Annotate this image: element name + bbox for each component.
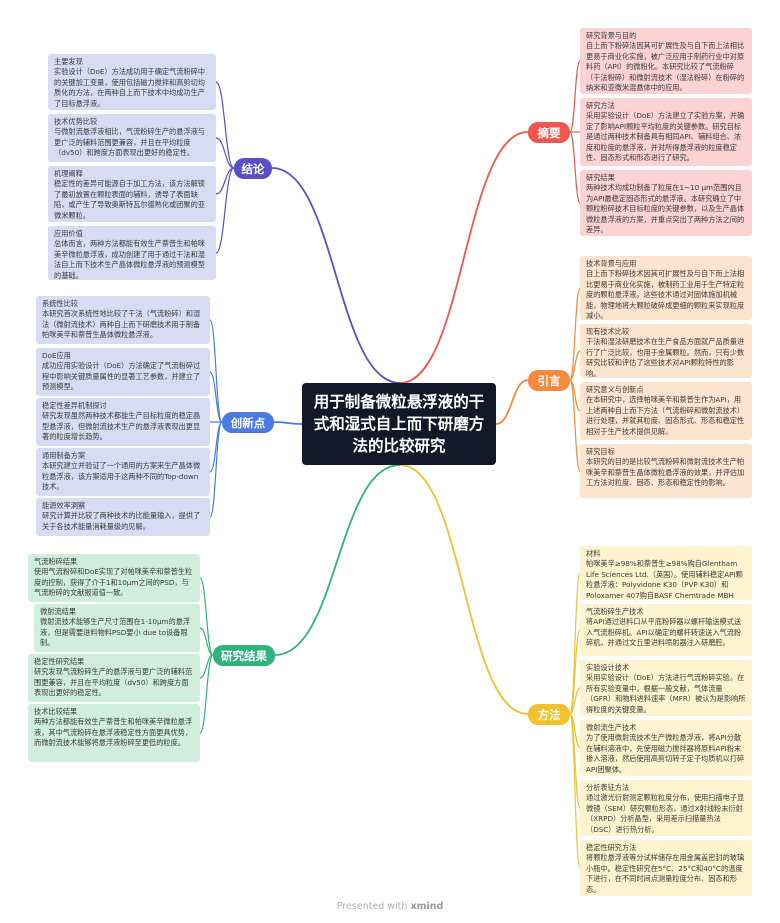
link-intro-item — [569, 350, 581, 381]
link-center-intro — [495, 379, 529, 425]
link-center-innovation — [273, 421, 303, 425]
card-method-characterization[interactable]: 分析表征方法 通过激光衍射测定颗粒粒度分布，使用扫描电子显微镜（SEM）研究颗粒… — [580, 780, 752, 836]
branch-introduction[interactable]: 引言 — [528, 370, 570, 391]
card-method-materials[interactable]: 材料 帕咪美辛≥98%和萘普生≥98%购自Glentham Life Scien… — [580, 546, 752, 600]
link-conclusion-item — [215, 81, 235, 169]
footer-credit: Presented with xmind — [336, 901, 444, 912]
card-intro-objective[interactable]: 研究目标 本研究的目的是比较气流粉碎和微射流技术生产帕咪美辛和萘普生晶体微粒悬浮… — [580, 444, 752, 498]
link-center-abstract — [399, 131, 529, 384]
card-method-doe[interactable]: 实验设计技术 采用实验设计（DoE）方法进行气流粉碎实验。在所有实验变量中，根据… — [580, 660, 752, 716]
link-method-item — [569, 572, 581, 715]
link-center-method — [399, 464, 529, 715]
card-method-jet-milling[interactable]: 气流粉碎生产技术 将API通过进料口从平底粉碎器以螺杆输送模式送入气流粉碎机。A… — [580, 604, 752, 656]
card-results-stability[interactable]: 稳定性研究结果 研究发现气流粉碎生产的悬浮液与更广泛的辅料范围更兼容，并且在平均… — [28, 654, 200, 702]
card-abstract-results[interactable]: 研究结果 两种技术均成功制备了粒度在1~10 μm范围内且为API最稳定固态形式… — [580, 170, 752, 236]
branch-innovation[interactable]: 创新点 — [222, 412, 274, 433]
link-conclusion-item — [215, 167, 235, 254]
link-center-conclusion — [271, 167, 401, 384]
link-abstract-item — [569, 131, 581, 204]
card-results-jet-milling[interactable]: 气流粉碎结果 使用气流粉碎和DoE实现了对帕咪美辛和萘普生粒度的控制，获得了介于… — [28, 554, 200, 602]
card-conclusion-advantages[interactable]: 技术优势比较 与微射流悬浮液相比，气流粉碎生产的悬浮液与更广泛的辅料范围更兼容，… — [48, 114, 216, 162]
link-results-item — [199, 627, 214, 656]
branch-methods[interactable]: 方法 — [528, 704, 570, 725]
card-results-comparison[interactable]: 技术比较结果 两种方法都能有效生产萘普生和帕咪美辛微粒悬浮液，其中气流粉碎在悬浮… — [28, 704, 200, 762]
link-innovation-item — [209, 371, 223, 423]
link-results-item — [199, 654, 214, 734]
card-intro-background[interactable]: 技术背景与应用 自上而下粉碎技术因其可扩展性及与自下而上法相比更易于商业化实施，… — [580, 256, 752, 320]
card-conclusion-value[interactable]: 应用价值 总体而言，两种方法都能有效生产萘普生和帕咪美辛微粒悬浮液，成功创建了用… — [48, 226, 216, 280]
card-method-stability[interactable]: 稳定性研究方法 将颗粒悬浮液等分试样储存在用金属盖密封的玻璃小瓶中。稳定性研究在… — [580, 840, 752, 896]
link-abstract-item — [569, 60, 581, 133]
branch-results[interactable]: 研究结果 — [213, 645, 275, 666]
card-intro-comparison[interactable]: 现有技术比较 干法和湿法研磨技术在生产食品方面就产品质量进行了广泛比较，也用于金… — [580, 324, 752, 378]
card-abstract-background[interactable]: 研究背景与目的 自上而下粉碎法因其可扩展性及与自下而上法相比更易于商业化实施，被… — [580, 28, 752, 94]
link-method-item — [569, 687, 581, 715]
card-innovation-doe[interactable]: DoE应用 成功应用实验设计（DoE）方法确定了气流粉碎过程中影响关键质量属性的… — [36, 348, 210, 396]
card-conclusion-mechanism[interactable]: 机理阐释 稳定性的差异可能源自于加工方法，该方法解锁了最初放置在颗粒表面的辅料，… — [48, 166, 216, 222]
card-abstract-methods[interactable]: 研究方法 采用实验设计（DoE）方法建立了实验方案，并确定了影响API颗粒平均粒… — [580, 98, 752, 166]
link-results-item — [199, 577, 214, 656]
link-method-item — [569, 713, 581, 869]
link-innovation-item — [209, 421, 223, 518]
card-innovation-mechanism[interactable]: 稳定性差异机制探讨 研究发现虽然两种技术都能生产目标粒度的稳定晶型悬浮液，但微射… — [36, 398, 210, 446]
card-conclusion-findings[interactable]: 主要发现 实验设计（DoE）方法成功用于确定气流粉碎中的关键加工变量，使用包括磁… — [48, 54, 216, 110]
card-results-microfluidizer[interactable]: 微射流结果 微射流技术能够生产尺寸范围在1-10μm的悬浮液，但是需要进料物料P… — [34, 604, 200, 652]
central-topic[interactable]: 用于制备微粒悬浮液的干式和湿式自上而下研磨方法的比较研究 — [302, 383, 496, 465]
branch-conclusion[interactable]: 结论 — [234, 158, 272, 179]
link-conclusion-item — [215, 137, 235, 169]
card-innovation-protocol[interactable]: 通用制备方案 本研究建立并验证了一个通用的方案来生产晶体微粒悬浮液，该方案适用于… — [36, 448, 210, 496]
card-intro-significance[interactable]: 研究意义与创新点 在本研究中，选择帕咪美辛和萘普生作为API，用上述两种自上而下… — [580, 382, 752, 440]
card-innovation-energy[interactable]: 能源效率洞察 研究计算并比较了两种技术的比能量输入，提供了关于各技术能量消耗量级… — [36, 498, 210, 536]
link-method-item — [569, 629, 581, 715]
card-innovation-systematic[interactable]: 系统性比较 本研究首次系统性地比较了干法（气流粉碎）和湿法（微射流技术）两种自上… — [36, 296, 210, 344]
link-center-results — [274, 464, 401, 656]
link-intro-item — [569, 379, 581, 472]
link-innovation-item — [209, 319, 223, 423]
link-intro-item — [569, 287, 581, 381]
card-method-microfluidizer[interactable]: 微射流生产技术 为了使用微射流技术生产微粒悬浮液，将API分散在辅料溶液中，先使… — [580, 720, 752, 776]
branch-abstract[interactable]: 摘要 — [528, 122, 570, 143]
